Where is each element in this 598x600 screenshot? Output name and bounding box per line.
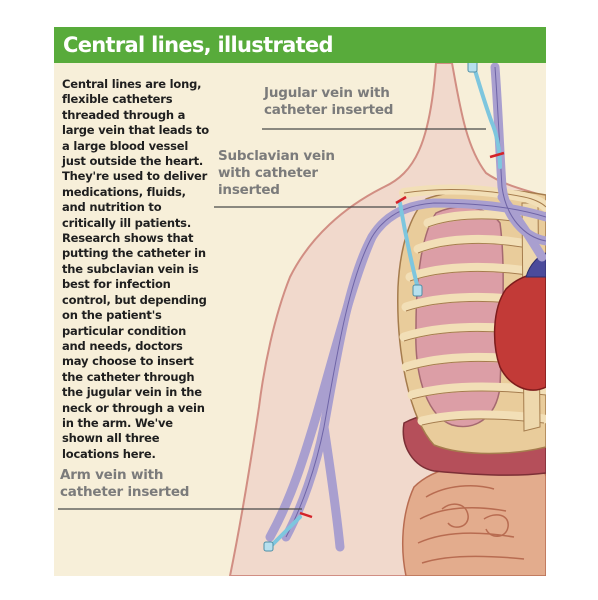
- infographic-frame: Central lines, illustrated Central lines…: [54, 27, 546, 576]
- catheter-hubs: [263, 60, 478, 552]
- callout-jugular-vein: Jugular vein with catheter inserted: [264, 85, 393, 119]
- callout-jugular-line-2: catheter inserted: [264, 102, 394, 118]
- callout-subclavian-line-3: inserted: [218, 182, 280, 198]
- explanatory-paragraph: Central lines are long, flexible cathete…: [62, 77, 209, 461]
- callout-arm-line-1: Arm vein with: [60, 467, 164, 483]
- insertion-marks: [299, 151, 505, 519]
- callout-jugular-line-1: Jugular vein with: [264, 85, 390, 101]
- callout-arm-vein: Arm vein with catheter inserted: [60, 467, 189, 501]
- callout-subclavian-line-2: with catheter: [218, 165, 318, 181]
- title-bar: Central lines, illustrated: [54, 27, 546, 63]
- callout-arm-line-2: catheter inserted: [60, 484, 190, 500]
- callout-subclavian-line-1: Subclavian vein: [218, 148, 335, 164]
- callout-subclavian-vein: Subclavian vein with catheter inserted: [218, 148, 335, 199]
- intestines: [402, 461, 546, 576]
- page-title: Central lines, illustrated: [63, 33, 333, 57]
- anatomy-illustration: [58, 60, 546, 576]
- callout-leaders: [58, 128, 486, 510]
